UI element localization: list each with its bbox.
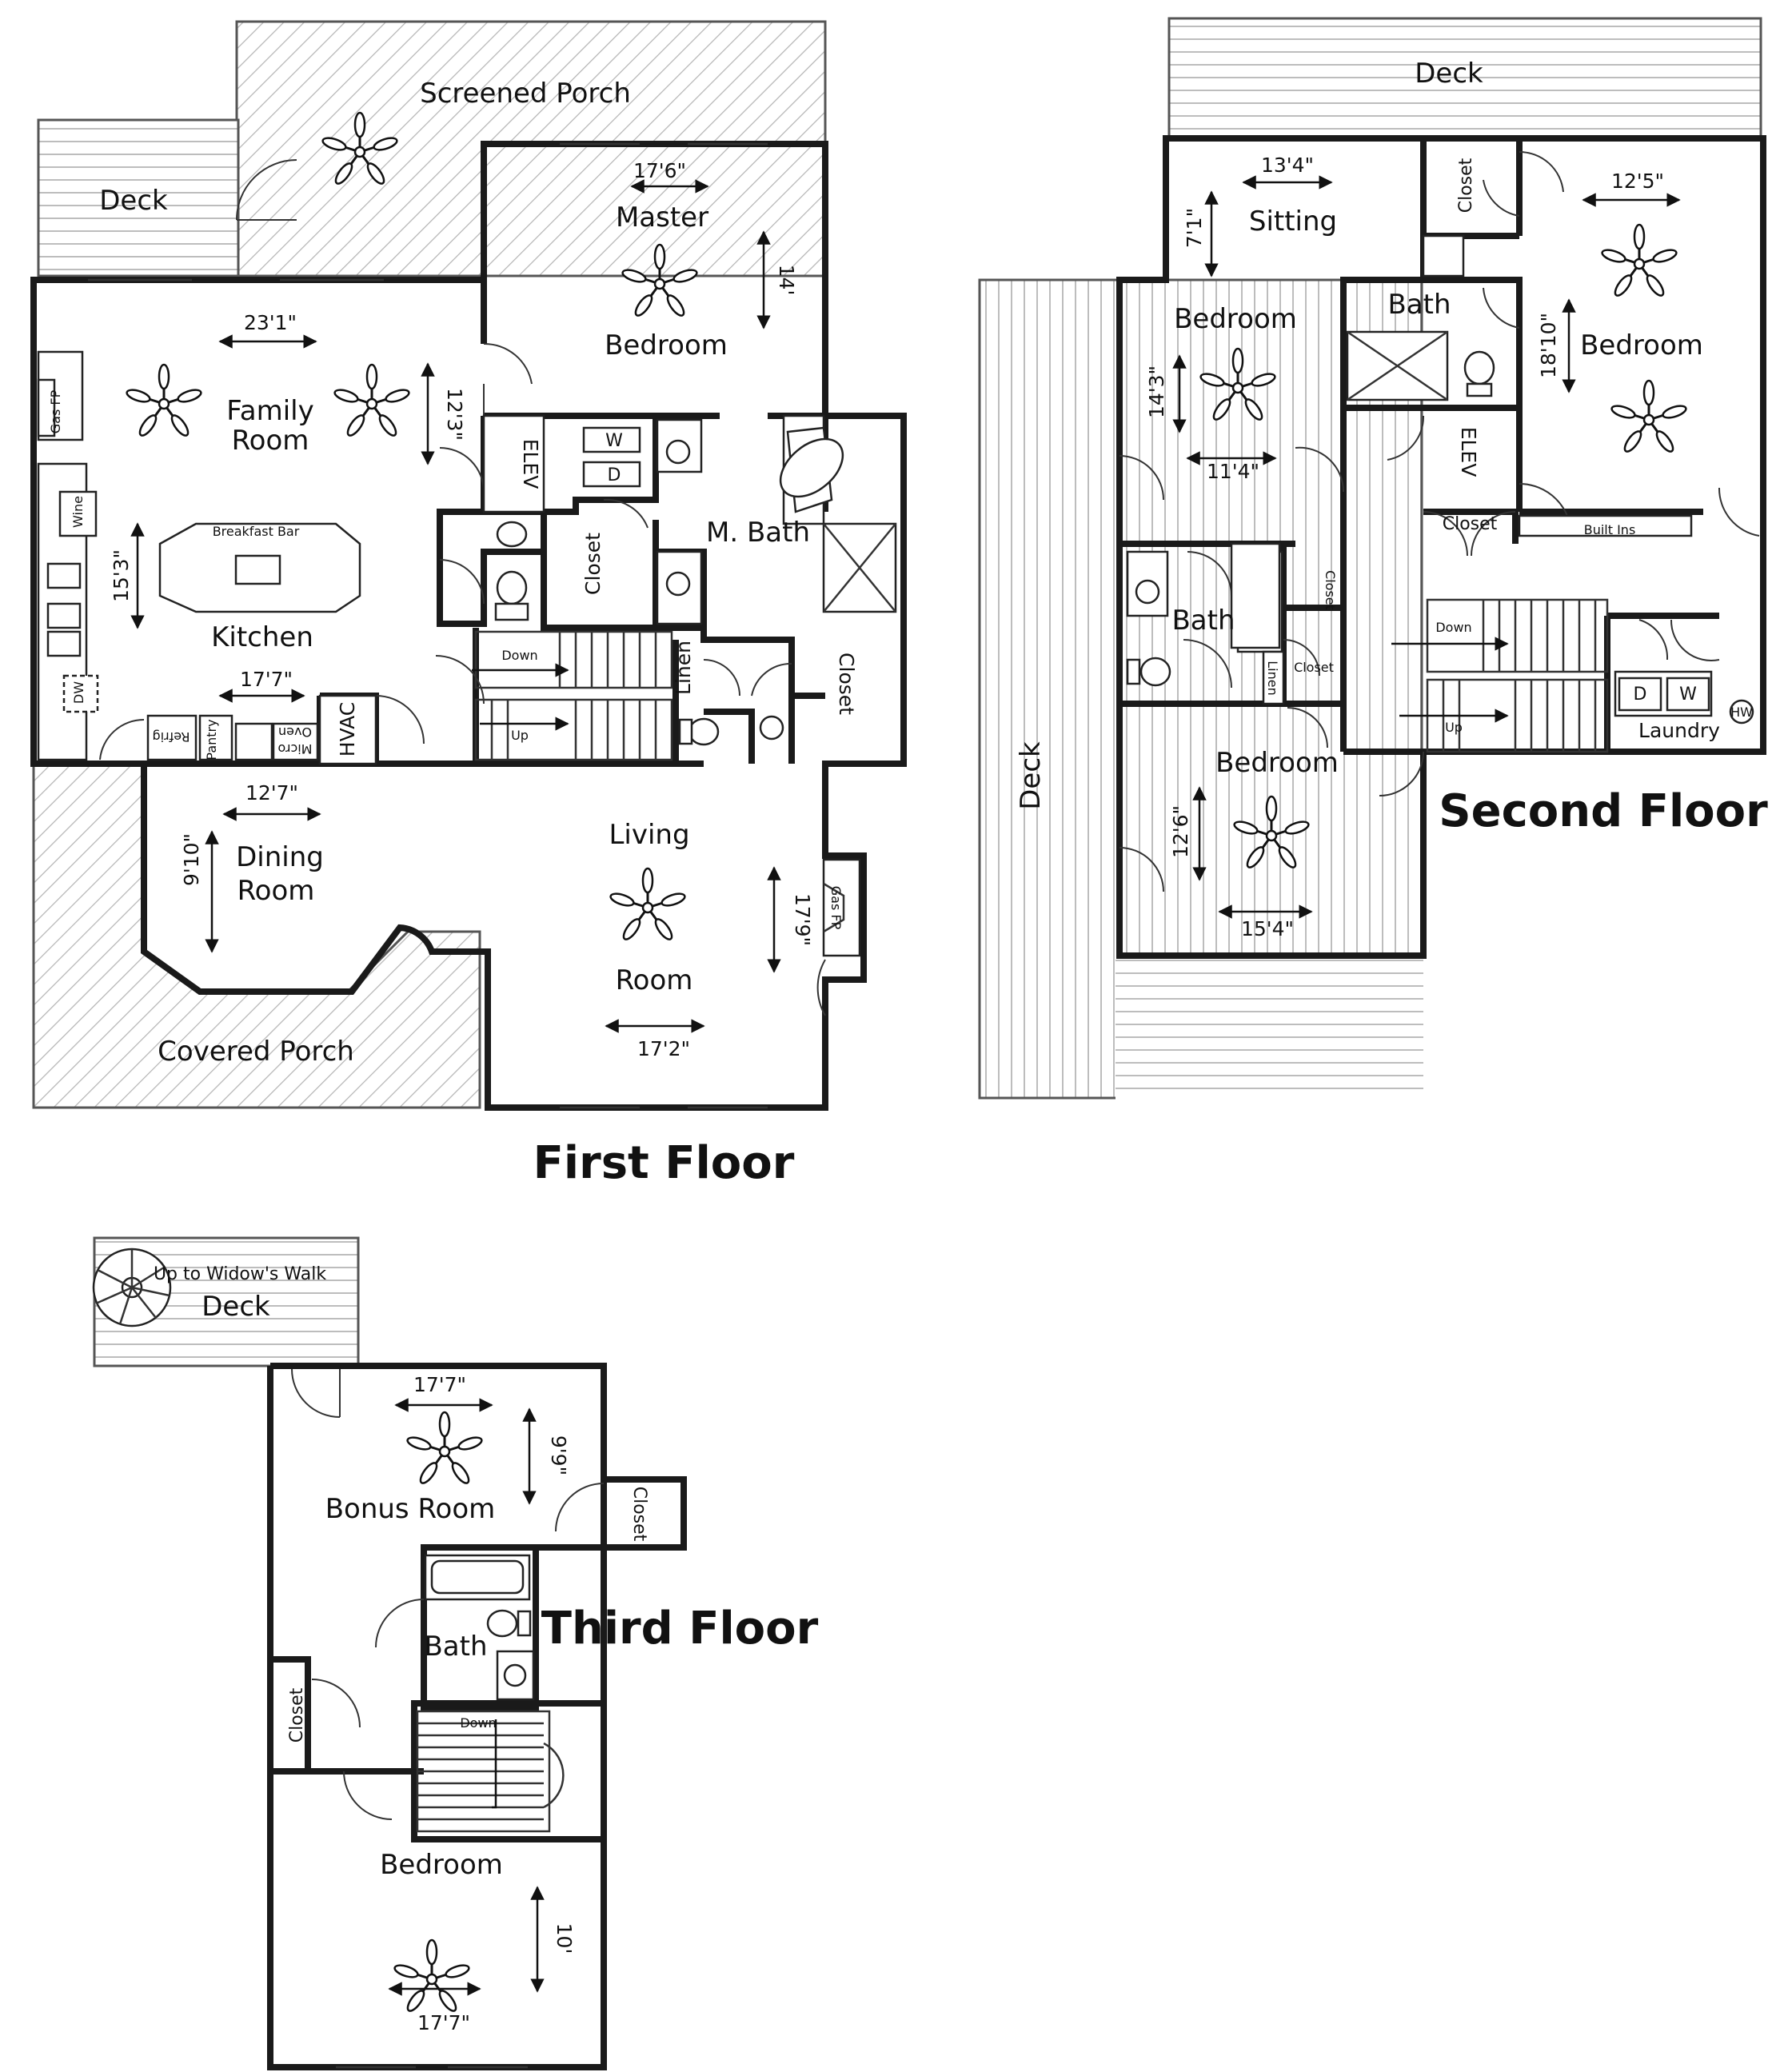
closet-mid-label: Closet — [1443, 514, 1498, 534]
second-stairs-down-label: Down — [1435, 620, 1471, 635]
gas-fp-label-2: Gas FP — [828, 886, 844, 930]
bedroom-c-dim-height: 12'6" — [1169, 805, 1192, 858]
bonus-dim-width: 17'7" — [413, 1373, 466, 1396]
sitting-label: Sitting — [1249, 206, 1337, 238]
washer-label: W — [605, 431, 623, 451]
kitchen-label: Kitchen — [211, 621, 313, 653]
bedroom-a-label: Bedroom — [1174, 303, 1297, 335]
built-ins-label: Built Ins — [1584, 522, 1636, 537]
living-room-label-1: Living — [609, 819, 689, 851]
kitchen-dim-width: 17'7" — [240, 668, 293, 691]
micro-label: Micro — [277, 741, 312, 757]
sitting-dim-height: 7'1" — [1183, 208, 1206, 248]
wine-label: Wine — [70, 496, 86, 528]
closet-top-label: Closet — [1456, 158, 1476, 213]
third-stairs-down-label: Down — [460, 1715, 496, 1731]
master-bedroom-label-1: Master — [616, 202, 708, 234]
second-deck-side-label: Deck — [1015, 741, 1047, 810]
refrig-label: Refrig — [152, 729, 190, 745]
closet-label-2: Closet — [835, 653, 858, 715]
hvac-label: HVAC — [336, 702, 359, 757]
second-elev-label: ELEV — [1457, 427, 1480, 477]
closet-right-label: Closet — [629, 1487, 649, 1542]
linen-label: Linen — [672, 641, 695, 695]
hw-label: HW — [1730, 705, 1753, 720]
third-bedroom-dim-height: 10' — [553, 1923, 576, 1954]
pantry-label: Pantry — [204, 719, 219, 760]
third-floor-plan: Up to Widow's Walk Deck Bonus Room 17'7"… — [92, 1236, 819, 2070]
dining-dim-width: 12'7" — [245, 781, 298, 804]
first-floor-stairs — [472, 630, 673, 761]
sitting-dim-width: 13'4" — [1261, 154, 1314, 177]
master-dim-width: 17'6" — [633, 159, 686, 182]
third-floor-title: Third Floor — [541, 1603, 819, 1655]
dining-dim-height: 9'10" — [180, 833, 203, 886]
family-dim-height: 12'3" — [443, 388, 466, 441]
second-washer-label: W — [1679, 685, 1697, 705]
dining-room-label-2: Room — [237, 875, 315, 907]
family-room-label-2: Room — [232, 425, 309, 457]
family-dim-width: 23'1" — [244, 311, 297, 334]
closet-small2-label: Closet — [1294, 660, 1334, 675]
first-floor-deck-area — [37, 118, 240, 277]
dryer-label: D — [608, 465, 621, 485]
screened-porch-label: Screened Porch — [420, 78, 631, 110]
second-floor-plan: Deck Deck Sitting 13'4" 7'1" Bedroom 11'… — [978, 17, 1768, 1100]
first-floor-title: First Floor — [533, 1137, 795, 1189]
bath-left-label: Bath — [1171, 605, 1235, 637]
living-dim-width: 17'2" — [637, 1037, 690, 1060]
family-room-label-1: Family — [226, 395, 313, 427]
second-floor-stairs — [1391, 598, 1609, 753]
bonus-dim-height: 9'9" — [547, 1435, 570, 1475]
bedroom-a-dim-height: 14'3" — [1145, 365, 1168, 418]
closet-label-1: Closet — [581, 533, 605, 595]
bath-top-label: Bath — [1387, 289, 1451, 321]
living-dim-height: 17'9" — [791, 893, 814, 946]
bedroom-a-dim-width: 11'4" — [1207, 460, 1259, 483]
third-bath-label: Bath — [424, 1631, 487, 1663]
first-stairs-up-label: Up — [511, 728, 529, 743]
second-dryer-label: D — [1634, 685, 1647, 705]
master-dim-height: 14' — [775, 265, 798, 296]
second-floor-title: Second Floor — [1439, 785, 1768, 837]
closet-left-label: Closet — [287, 1687, 307, 1743]
kitchen-dim-height: 15'3" — [110, 549, 133, 602]
master-bedroom-label-2: Bedroom — [605, 329, 728, 361]
bonus-room-label: Bonus Room — [325, 1493, 496, 1525]
elev-label: ELEV — [519, 439, 542, 489]
oven-label: Oven — [278, 725, 312, 740]
bedroom-c-label: Bedroom — [1215, 747, 1339, 779]
third-bedroom-dim-width: 17'7" — [417, 2011, 470, 2034]
second-deck-top-label: Deck — [1415, 58, 1483, 90]
covered-porch-label: Covered Porch — [158, 1036, 354, 1068]
living-room-label-2: Room — [616, 964, 693, 996]
third-bedroom-label: Bedroom — [380, 1849, 503, 1881]
first-floor-deck-label: Deck — [99, 185, 168, 217]
dining-room-label-1: Dining — [236, 841, 324, 873]
second-linen-label: Linen — [1265, 661, 1280, 695]
widows-walk-label: Up to Widow's Walk — [154, 1264, 326, 1284]
master-bath-label: M. Bath — [706, 517, 810, 549]
breakfast-bar-label: Breakfast Bar — [213, 524, 300, 539]
second-floor-deck-top-area — [1167, 17, 1762, 140]
gas-fp-label: Gas FP — [48, 389, 63, 433]
second-stairs-up-label: Up — [1445, 720, 1463, 735]
closet-small1-label: Closet — [1323, 570, 1338, 610]
third-floor-stairs — [416, 1710, 565, 1833]
screened-porch-area — [235, 20, 827, 277]
first-stairs-down-label: Down — [501, 648, 537, 663]
laundry-label: Laundry — [1638, 719, 1720, 742]
bedroom-b-label: Bedroom — [1580, 329, 1703, 361]
bedroom-b-dim-height: 18'10" — [1537, 313, 1560, 378]
bedroom-c-dim-width: 15'4" — [1241, 917, 1294, 940]
third-deck-label: Deck — [202, 1291, 270, 1323]
bedroom-b-dim-width: 12'5" — [1611, 170, 1664, 193]
first-floor-plan: Screened Porch Deck Master Bedroom 17'6"… — [30, 20, 907, 1189]
dw-label: DW — [71, 681, 86, 704]
